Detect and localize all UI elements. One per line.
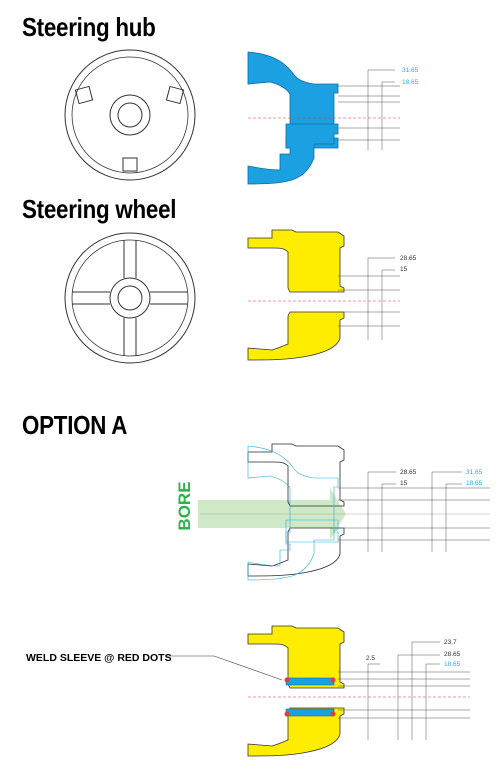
bore-label: BORE bbox=[175, 481, 194, 530]
wheel-inner-dimension: 15 bbox=[400, 266, 408, 273]
weld-sleeve-upper bbox=[285, 677, 335, 686]
option-hub-inner-dimension: 18.65 bbox=[466, 480, 483, 487]
hub-inner-dimension: 18.65 bbox=[402, 79, 419, 86]
steering-wheel-heading: Steering wheel bbox=[22, 194, 177, 224]
wheel-cross-section: 28.65 15 bbox=[247, 229, 417, 361]
option-wheel-outer-dimension: 28.65 bbox=[400, 469, 417, 476]
steering-hub-heading: Steering hub bbox=[22, 12, 156, 42]
option-a-heading: OPTION A bbox=[22, 410, 128, 440]
sleeve-inner-dimension: 18.65 bbox=[444, 661, 461, 668]
option-a-overlay: BORE 28.65 15 31.65 18.65 bbox=[175, 443, 490, 581]
weld-sleeve-lower bbox=[285, 708, 335, 717]
weld-dot bbox=[330, 677, 336, 683]
wheel-front-view bbox=[64, 232, 196, 364]
sleeve-left-dimension: 2.5 bbox=[366, 655, 375, 662]
option-hub-outer-dimension: 31.65 bbox=[466, 469, 483, 476]
callout-leader-line bbox=[166, 655, 283, 681]
sleeve-mid-dimension: 28.65 bbox=[444, 651, 461, 658]
hub-front-view bbox=[64, 49, 196, 181]
weld-dot bbox=[284, 677, 290, 683]
hub-outer-dimension: 31.65 bbox=[402, 67, 419, 74]
weld-sleeve-section: 23.7 2.5 28.65 18.65 WELD SLEEVE @ RED D… bbox=[26, 625, 470, 757]
hub-cross-section: 31.65 18.65 bbox=[247, 51, 419, 185]
weld-dot bbox=[330, 711, 336, 717]
weld-sleeve-callout: WELD SLEEVE @ RED DOTS bbox=[26, 652, 172, 664]
sleeve-top-dimension: 23.7 bbox=[444, 639, 457, 646]
wheel-outer-dimension: 28.65 bbox=[400, 255, 417, 262]
option-wheel-inner-dimension: 15 bbox=[400, 480, 408, 487]
weld-dot bbox=[284, 711, 290, 717]
